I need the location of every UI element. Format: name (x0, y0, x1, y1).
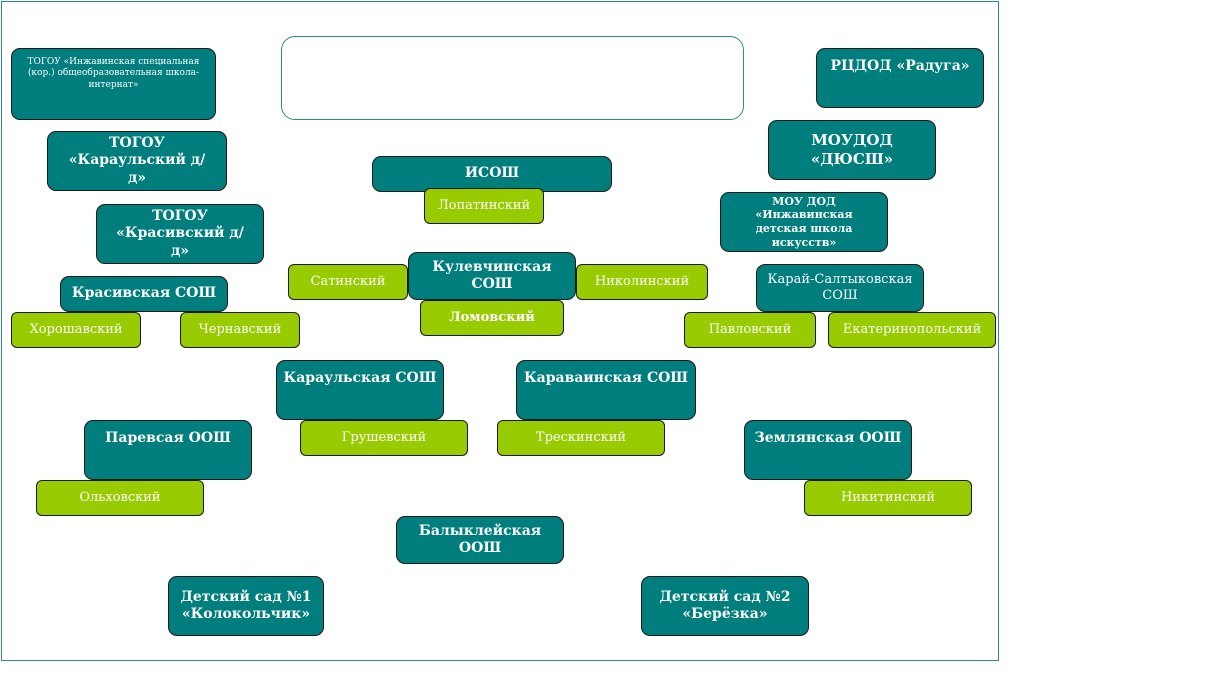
node-zemlyan: Землянская ООШ (744, 420, 912, 480)
node-nikitin: Никитинский (804, 480, 972, 516)
node-pavlov: Павловский (684, 312, 816, 348)
node-khoroshav: Хорошавский (11, 312, 141, 348)
node-karavain: Караваинская СОШ (516, 360, 696, 420)
node-satin: Сатинский (288, 264, 408, 300)
node-karay: Карай-Салтыковская СОШ (756, 264, 924, 312)
node-nikolin: Николинский (576, 264, 708, 300)
node-treskin: Трескинский (497, 420, 665, 456)
node-isosh: ИСОШ (372, 156, 612, 192)
node-lopatin: Лопатинский (424, 188, 544, 224)
title-box (281, 36, 744, 120)
node-togou-karaul: ТОГОУ «Караульский д/д» (47, 131, 227, 191)
node-togou-special: ТОГОУ «Инжавинская специальная (кор.) об… (11, 48, 216, 120)
node-krasiv-sosh: Красивская СОШ (60, 276, 228, 312)
node-ds2: Детский сад №2 «Берёзка» (641, 576, 809, 636)
node-rcdod: РЦДОД «Радуга» (816, 48, 984, 108)
node-moudod: МОУДОД «ДЮСШ» (768, 120, 936, 180)
node-balykley: Балыклейская ООШ (396, 516, 564, 564)
node-olkhov: Ольховский (36, 480, 204, 516)
node-mou-dod: МОУ ДОД «Инжавинская детская школа искус… (720, 192, 888, 252)
node-grushev: Грушевский (300, 420, 468, 456)
node-ds1: Детский сад №1 «Колокольчик» (168, 576, 324, 636)
node-karaul-sosh: Караульская СОШ (276, 360, 444, 420)
node-ekaterin: Екатеринопольский (828, 312, 996, 348)
node-kulev: Кулевчинская СОШ (408, 252, 576, 300)
node-parev: Паревсая ООШ (84, 420, 252, 480)
node-chernav: Чернавский (180, 312, 300, 348)
node-lomov: Ломовский (420, 300, 564, 336)
node-togou-krasiv: ТОГОУ «Красивский д/д» (96, 204, 264, 264)
